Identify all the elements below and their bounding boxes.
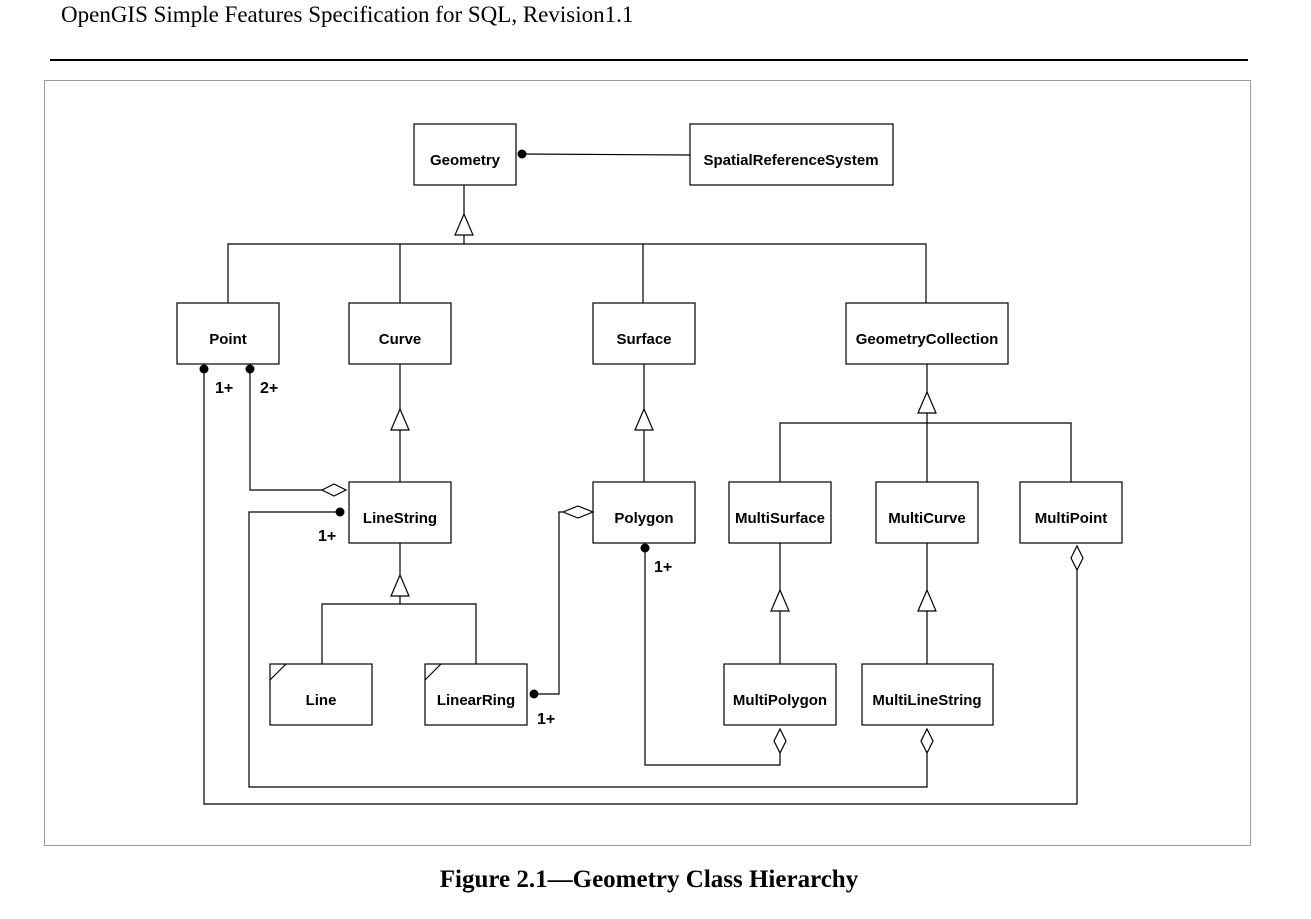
geometry-generalization-triangle [454, 212, 474, 236]
multiplicity-label: 1+ [215, 380, 233, 397]
surface-generalization-triangle [634, 407, 654, 431]
multiplicity-label: 1+ [537, 711, 555, 728]
class-multi-point: MultiPoint [1019, 481, 1123, 544]
multilinestring-aggregation-diamond [920, 727, 934, 755]
class-line-label: Line [306, 692, 337, 709]
class-spatial-reference-system: SpatialReferenceSystem [689, 123, 894, 186]
class-curve: Curve [348, 302, 452, 365]
linearring-polygon-aggregation [534, 511, 563, 695]
geometry-srs-association [521, 153, 691, 156]
class-multi-line-string-label: MultiLineString [872, 692, 981, 709]
class-surface-label: Surface [616, 331, 671, 348]
class-point: Point [176, 302, 280, 365]
header-rule [50, 59, 1248, 61]
class-linear-ring: LinearRing [424, 663, 528, 726]
class-surface: Surface [592, 302, 696, 365]
geometry-srs-dot [517, 149, 527, 159]
multiplicity-label: 2+ [260, 380, 278, 397]
linestring-generalization-triangle [390, 573, 410, 597]
class-curve-label: Curve [379, 331, 422, 348]
class-multi-point-label: MultiPoint [1035, 510, 1107, 527]
multicurve-generalization-triangle [917, 588, 937, 612]
geometrycollection-generalization-triangle [917, 390, 937, 414]
geometry-generalization-branch [227, 243, 927, 303]
polygon-multipolygon-aggregation [644, 548, 781, 766]
class-multi-polygon-label: MultiPolygon [733, 692, 827, 709]
instantiable-corner-mark [269, 663, 287, 681]
linestring-generalization-branch [321, 603, 477, 664]
class-multi-curve: MultiCurve [875, 481, 979, 544]
linestring-multilinestring-aggregation [248, 511, 928, 788]
class-geometry-collection-label: GeometryCollection [856, 331, 999, 348]
point-multipoint-aggregation [203, 369, 1078, 805]
multiplicity-label: 1+ [654, 559, 672, 576]
class-polygon-label: Polygon [614, 510, 673, 527]
class-geometry-collection: GeometryCollection [845, 302, 1009, 365]
class-multi-polygon: MultiPolygon [723, 663, 837, 726]
class-polygon: Polygon [592, 481, 696, 544]
class-linear-ring-label: LinearRing [437, 692, 515, 709]
class-multi-surface-label: MultiSurface [735, 510, 825, 527]
multisurface-generalization-triangle [770, 588, 790, 612]
geometrycollection-generalization-branch [779, 422, 1072, 482]
class-line: Line [269, 663, 373, 726]
class-spatial-reference-system-label: SpatialReferenceSystem [703, 152, 878, 169]
class-line-string-label: LineString [363, 510, 437, 527]
curve-generalization-triangle [390, 407, 410, 431]
class-geometry: Geometry [413, 123, 517, 186]
class-multi-surface: MultiSurface [728, 481, 832, 544]
class-geometry-label: Geometry [430, 152, 501, 169]
class-multi-line-string: MultiLineString [861, 663, 994, 726]
instantiable-corner-mark [424, 663, 442, 681]
multipolygon-aggregation-diamond [773, 727, 787, 755]
polygon-aggregation-diamond [561, 505, 595, 519]
class-point-label: Point [209, 331, 247, 348]
connectors [199, 149, 1084, 805]
class-line-string: LineString [348, 481, 452, 544]
linestring-aggregation-diamond [320, 483, 348, 497]
multipoint-aggregation-diamond [1070, 544, 1084, 572]
class-multi-curve-label: MultiCurve [888, 510, 966, 527]
figure-frame [44, 80, 1251, 846]
page-header-title: OpenGIS Simple Features Specification fo… [61, 2, 634, 27]
figure-caption: Figure 2.1—Geometry Class Hierarchy [439, 866, 859, 893]
multiplicity-label: 1+ [318, 528, 336, 545]
point-linestring-aggregation [249, 369, 322, 491]
